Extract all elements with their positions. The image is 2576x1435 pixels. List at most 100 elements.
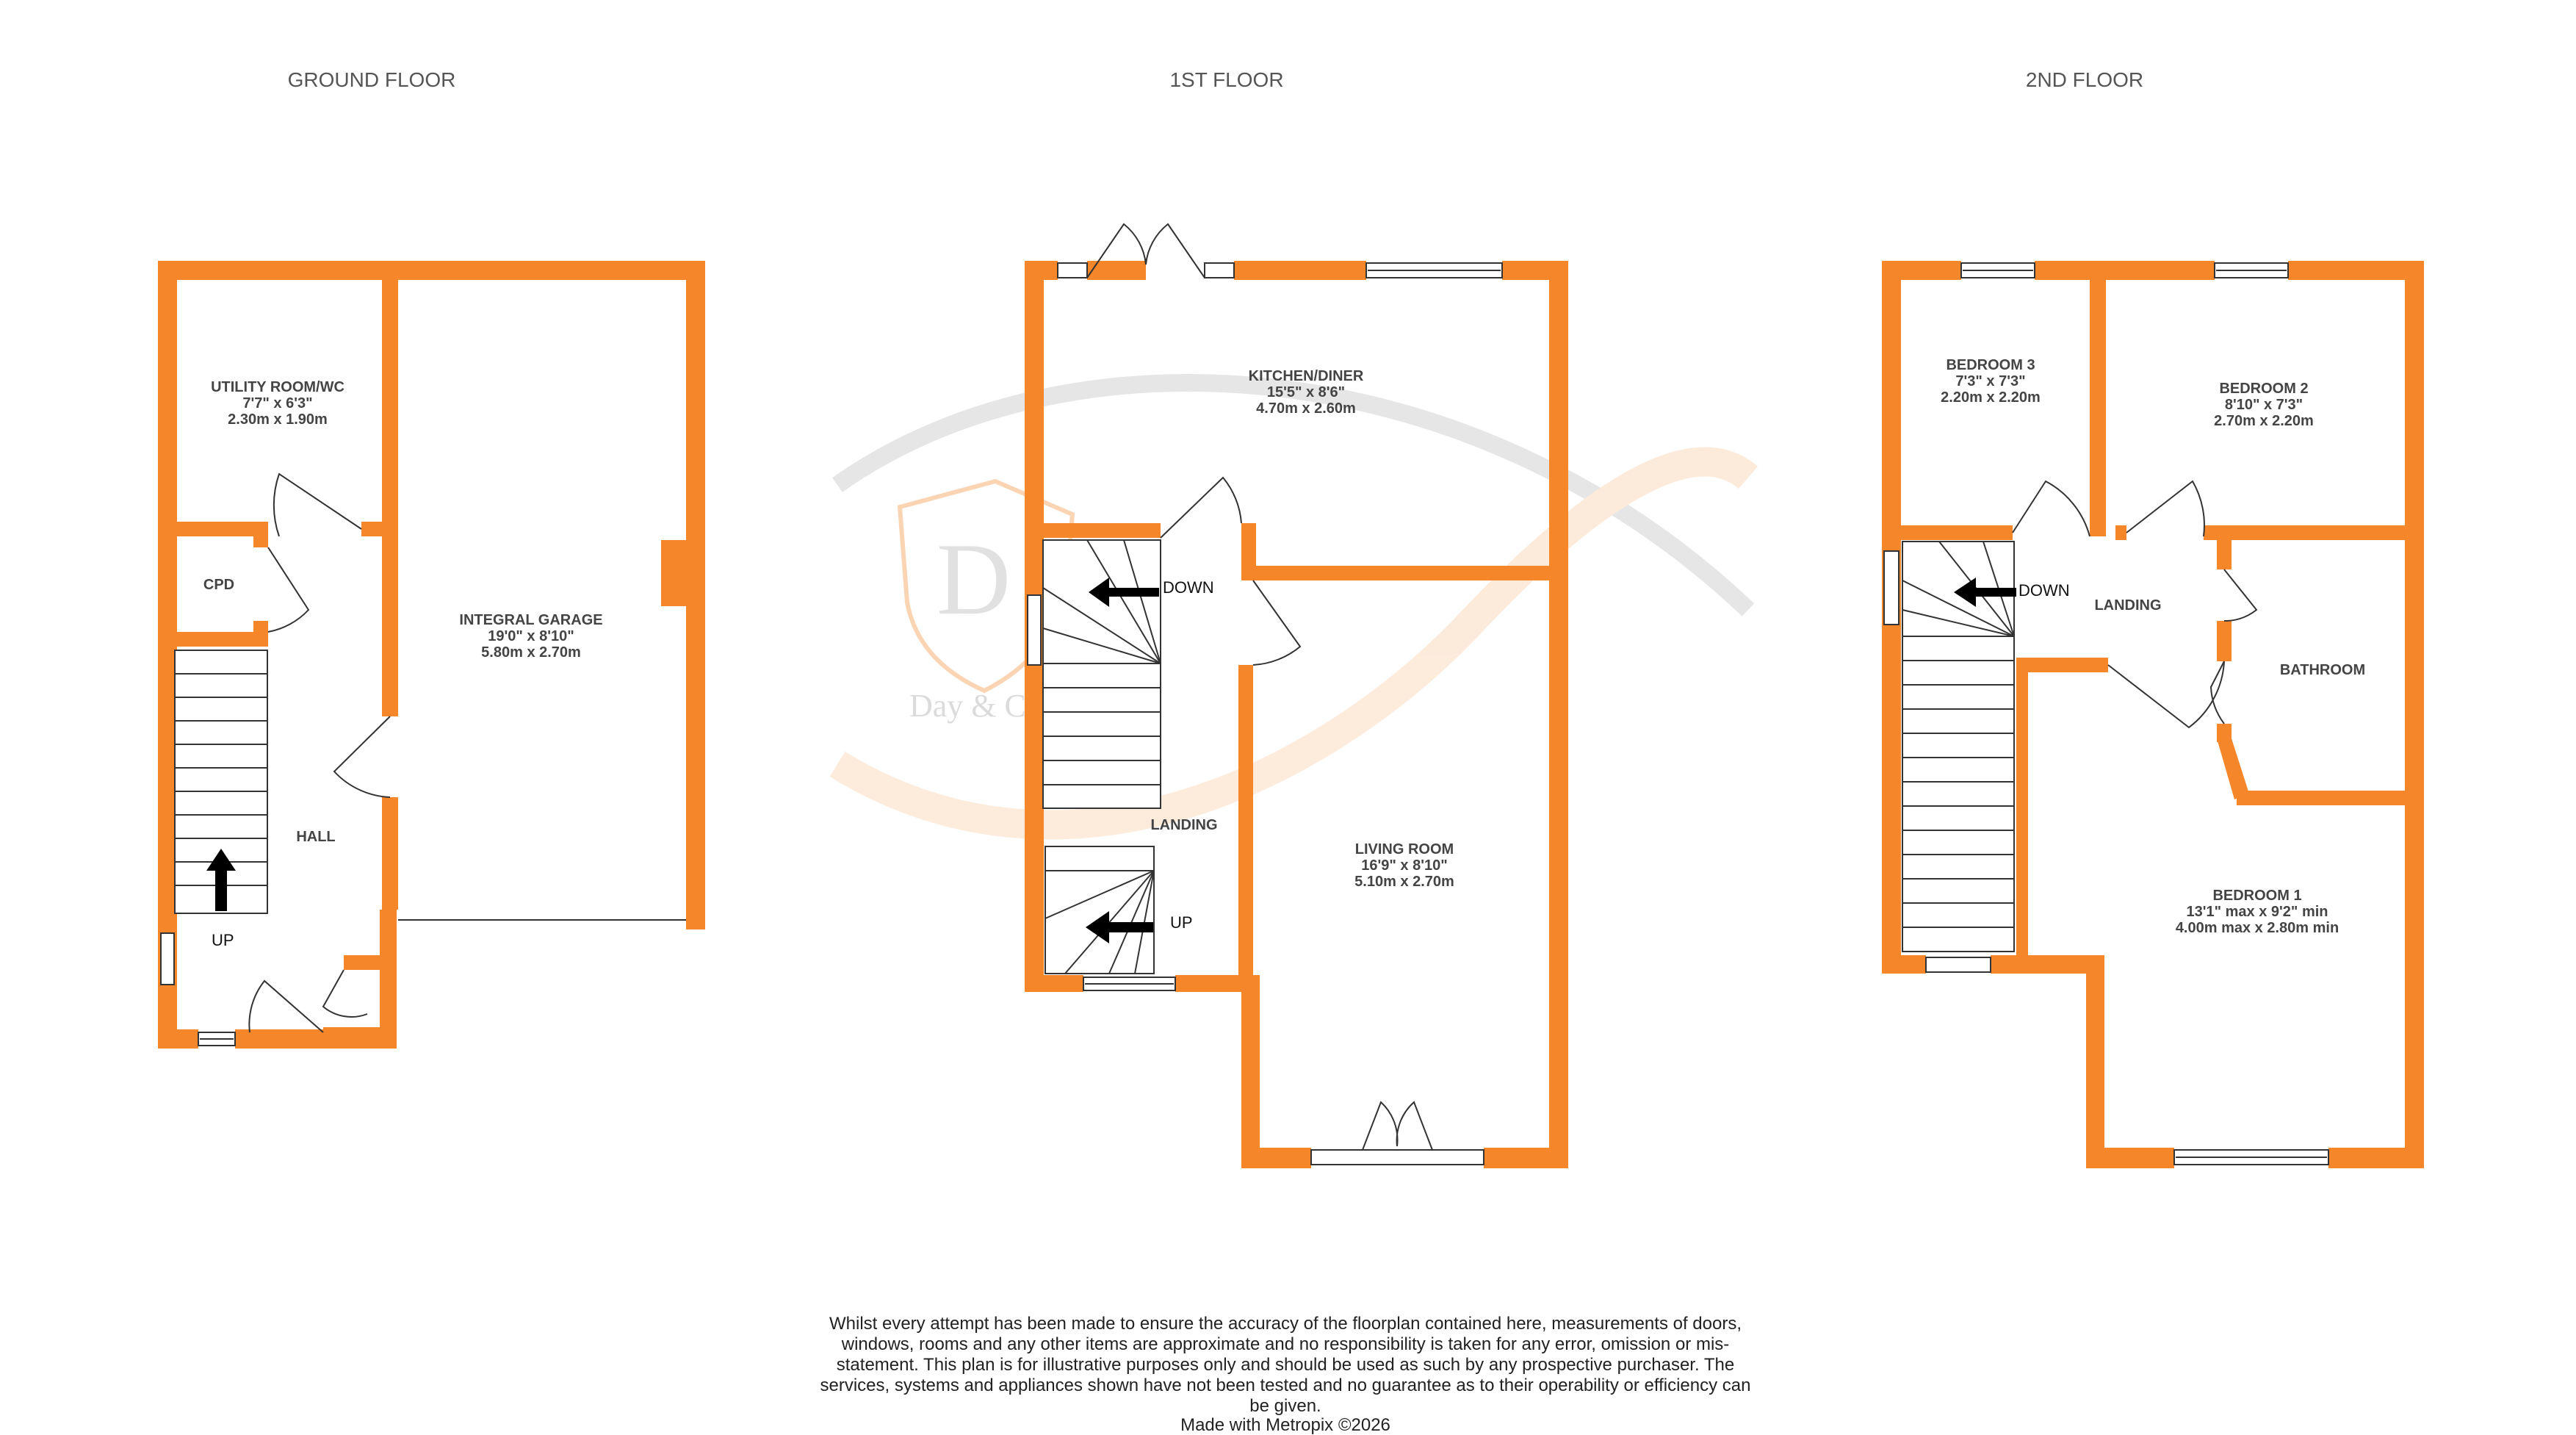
floor-title-first: 1ST FLOOR bbox=[1169, 68, 1283, 91]
second-floor-details bbox=[1883, 262, 2329, 1165]
french-door-swing bbox=[1362, 1101, 1433, 1151]
wall bbox=[235, 1029, 323, 1049]
french-door-swing bbox=[1086, 223, 1205, 278]
door-swing bbox=[2223, 569, 2258, 622]
room-name-cpd: CPD bbox=[203, 577, 234, 593]
room-dim-bedroom2-metric: 2.70m x 2.20m bbox=[2214, 413, 2314, 429]
door-swing bbox=[273, 472, 362, 537]
room-name-landing-first: LANDING bbox=[1150, 817, 1217, 833]
wall bbox=[380, 910, 397, 1049]
door-swing bbox=[1160, 476, 1242, 539]
stair-up-arrow-icon bbox=[1086, 911, 1153, 943]
room-name-bedroom3: BEDROOM 3 bbox=[1946, 357, 2035, 373]
wall bbox=[2020, 658, 2108, 672]
window bbox=[1925, 957, 1991, 973]
wall bbox=[686, 261, 705, 929]
wall bbox=[2204, 525, 2424, 540]
wall bbox=[1241, 1148, 1311, 1168]
wall bbox=[1245, 566, 1568, 580]
room-name-utility: UTILITY ROOM/WC bbox=[211, 379, 344, 395]
disclaimer-text: Whilst every attempt has been made to en… bbox=[820, 1314, 1751, 1416]
chimney-breast bbox=[661, 540, 686, 606]
room-name-kitchen: KITCHEN/DINER bbox=[1249, 368, 1364, 384]
window bbox=[160, 932, 175, 985]
window bbox=[1027, 594, 1042, 666]
watermark-d-glyph: D bbox=[937, 522, 1011, 636]
stair-treads bbox=[1042, 539, 1161, 785]
door-swing bbox=[2209, 661, 2225, 724]
wall bbox=[382, 261, 398, 716]
room-name-bathroom: BATHROOM bbox=[2280, 662, 2365, 678]
stair-down-arrow-icon bbox=[1089, 578, 1159, 607]
wall bbox=[1882, 955, 1926, 974]
wall bbox=[253, 621, 268, 647]
watermark-text: Day & Co bbox=[909, 688, 1042, 724]
wall bbox=[2217, 738, 2249, 799]
floor-title-second: 2ND FLOOR bbox=[2026, 68, 2143, 91]
room-dim-utility-imperial: 7'7" x 6'3" bbox=[242, 395, 312, 411]
wall bbox=[2288, 261, 2424, 280]
wall bbox=[2217, 525, 2232, 569]
stair-label-first-down: DOWN bbox=[1163, 578, 1214, 597]
room-dim-living-imperial: 16'9" x 8'10" bbox=[1361, 857, 1447, 874]
wall bbox=[1882, 525, 2013, 540]
wall bbox=[1234, 261, 1366, 280]
room-name-living: LIVING ROOM bbox=[1355, 841, 1454, 857]
door-swing bbox=[267, 547, 310, 633]
window bbox=[1883, 550, 1899, 625]
wall bbox=[2405, 261, 2424, 1168]
watermark: D Day & Co bbox=[829, 373, 1758, 840]
room-dim-garage-imperial: 19'0" x 8'10" bbox=[488, 628, 574, 644]
door-swing bbox=[2012, 480, 2090, 537]
room-dim-bedroom3-metric: 2.20m x 2.20m bbox=[1941, 389, 2041, 406]
wall bbox=[1549, 261, 1568, 1168]
watermark-swoosh-orange bbox=[829, 447, 1758, 840]
first-floor-plan bbox=[1025, 261, 1568, 1168]
window bbox=[1204, 262, 1235, 278]
room-name-landing-second: LANDING bbox=[2094, 597, 2161, 614]
ground-floor-plan bbox=[158, 261, 705, 1049]
door-swing bbox=[248, 979, 324, 1033]
wall bbox=[2086, 1148, 2174, 1168]
room-name-bedroom1: BEDROOM 1 bbox=[2212, 888, 2301, 904]
wall bbox=[1025, 523, 1161, 538]
room-name-hall: HALL bbox=[296, 829, 335, 845]
wall bbox=[2328, 1148, 2424, 1168]
stair-treads bbox=[175, 673, 267, 886]
room-dim-utility-metric: 2.30m x 1.90m bbox=[228, 411, 328, 428]
window bbox=[1057, 262, 1088, 278]
wall bbox=[1025, 975, 1083, 992]
stair-up-arrow-icon bbox=[206, 849, 236, 911]
room-dim-bedroom3-imperial: 7'3" x 7'3" bbox=[1955, 373, 2025, 389]
room-dim-kitchen-metric: 4.70m x 2.60m bbox=[1256, 400, 1356, 417]
wall bbox=[2090, 261, 2106, 536]
door-swing bbox=[1252, 580, 1302, 666]
stair-label-second-down: DOWN bbox=[2018, 581, 2070, 600]
wall bbox=[1241, 523, 1256, 580]
wall bbox=[158, 632, 268, 647]
wall bbox=[2016, 658, 2028, 955]
credit-text: Made with Metropix ©2026 bbox=[1180, 1415, 1390, 1435]
room-dim-bedroom1-metric: 4.00m max x 2.80m min bbox=[2176, 920, 2339, 936]
wall bbox=[2035, 261, 2215, 280]
wall bbox=[158, 1029, 198, 1049]
ground-floor-details bbox=[160, 472, 686, 1046]
staircase-down bbox=[1042, 539, 1161, 809]
door-swing bbox=[322, 969, 368, 1018]
wall bbox=[2217, 621, 2232, 661]
staircase-down bbox=[1902, 541, 2015, 952]
wall bbox=[2217, 724, 2232, 742]
wall bbox=[344, 955, 389, 970]
room-name-garage: INTEGRAL GARAGE bbox=[459, 612, 602, 628]
wall bbox=[382, 797, 398, 910]
room-name-bedroom2: BEDROOM 2 bbox=[2219, 381, 2308, 397]
window bbox=[1310, 1149, 1484, 1165]
room-dim-bedroom1-imperial: 13'1" max x 9'2" min bbox=[2186, 904, 2328, 920]
wall bbox=[158, 261, 705, 280]
stair-label-ground-up: UP bbox=[212, 931, 234, 949]
wall bbox=[158, 261, 177, 1049]
room-dim-bedroom2-imperial: 8'10" x 7'3" bbox=[2225, 397, 2303, 413]
door-swing bbox=[2126, 480, 2205, 537]
room-dim-living-metric: 5.10m x 2.70m bbox=[1354, 874, 1454, 890]
